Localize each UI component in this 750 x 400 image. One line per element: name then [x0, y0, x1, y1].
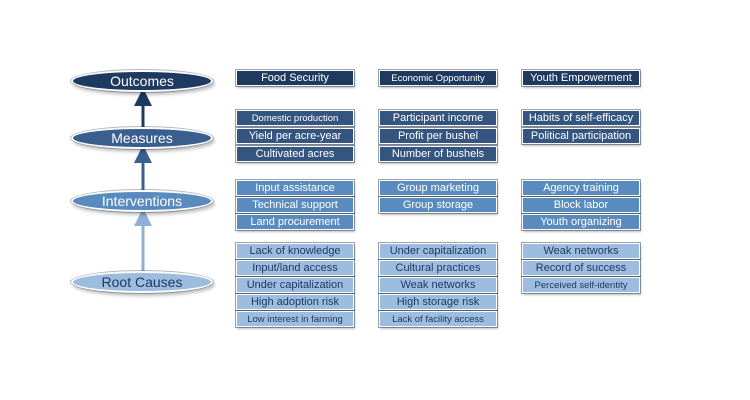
intervention-box: Block labor — [521, 196, 641, 214]
intervention-box: Group marketing — [378, 179, 498, 197]
root-cause-box: Under capitalization — [235, 276, 355, 294]
intervention-box: Input assistance — [235, 179, 355, 197]
measure-box: Number of bushels — [378, 145, 498, 163]
level-outcomes: Outcomes — [71, 70, 213, 92]
measure-box: Habits of self-efficacy — [521, 109, 641, 127]
level-measures-label: Measures — [111, 130, 173, 146]
intervention-box: Youth organizing — [521, 213, 641, 231]
measure-box: Political participation — [521, 127, 641, 145]
root-cause-box: High storage risk — [378, 293, 498, 311]
root-cause-box: Input/land access — [235, 259, 355, 277]
intervention-box: Technical support — [235, 196, 355, 214]
root-cause-box: Low interest in farming — [235, 310, 355, 328]
outcome-box: Economic Opportunity — [378, 69, 498, 87]
measure-box: Domestic production — [235, 109, 355, 127]
level-root-causes-label: Root Causes — [101, 274, 183, 290]
outcome-box: Youth Empowerment — [521, 69, 641, 87]
intervention-box: Agency training — [521, 179, 641, 197]
root-cause-box: Perceived self-identity — [521, 276, 641, 294]
root-cause-box: Weak networks — [521, 242, 641, 260]
level-interventions-label: Interventions — [101, 193, 183, 209]
level-outcomes-label: Outcomes — [110, 73, 174, 89]
root-cause-box: Record of success — [521, 259, 641, 277]
level-measures: Measures — [71, 127, 213, 149]
outcome-box: Food Security — [235, 69, 355, 87]
level-interventions: Interventions — [71, 190, 213, 212]
root-cause-box: Under capitalization — [378, 242, 498, 260]
root-cause-box: Lack of facility access — [378, 310, 498, 328]
measure-box: Profit per bushel — [378, 127, 498, 145]
root-cause-box: Lack of knowledge — [235, 242, 355, 260]
measure-box: Cultivated acres — [235, 145, 355, 163]
intervention-box: Land procurement — [235, 213, 355, 231]
root-cause-box: High adoption risk — [235, 293, 355, 311]
root-cause-box: Weak networks — [378, 276, 498, 294]
root-cause-box: Cultural practices — [378, 259, 498, 277]
measure-box: Yield per acre-year — [235, 127, 355, 145]
intervention-box: Group storage — [378, 196, 498, 214]
level-root-causes: Root Causes — [71, 271, 213, 293]
measure-box: Participant income — [378, 109, 498, 127]
